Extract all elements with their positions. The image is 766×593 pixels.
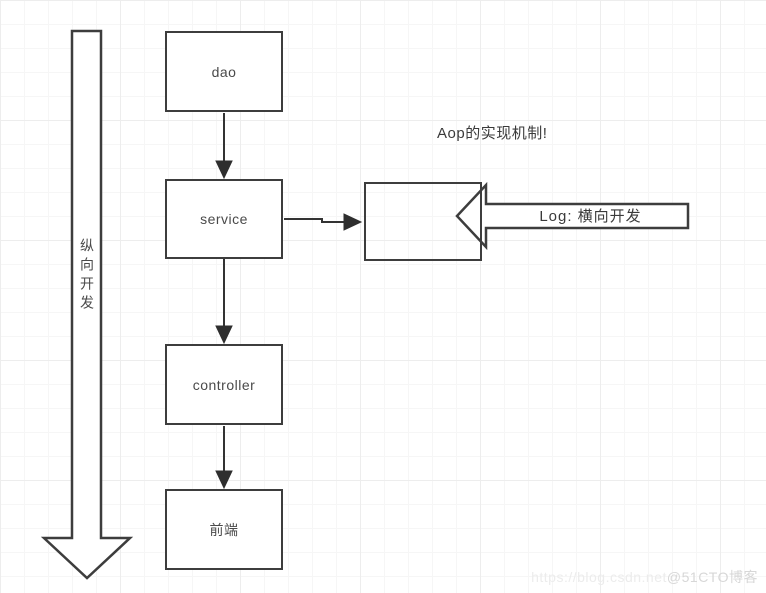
node-service: service xyxy=(165,179,283,259)
node-dao: dao xyxy=(165,31,283,112)
node-service-label: service xyxy=(200,211,248,227)
vertical-development-arrow-shape xyxy=(40,29,134,580)
aop-annotation: Aop的实现机制! xyxy=(437,125,548,142)
node-aop-box xyxy=(364,182,482,261)
node-frontend: 前端 xyxy=(165,489,283,570)
vertical-development-label: 纵向开发 xyxy=(79,238,95,314)
node-frontend-label: 前端 xyxy=(209,521,239,538)
node-controller: controller xyxy=(165,344,283,425)
edge-dao-service xyxy=(215,113,233,180)
watermark-url: https://blog.csdn.net xyxy=(531,569,667,585)
node-dao-label: dao xyxy=(211,63,237,80)
edge-service-aopbox xyxy=(284,213,363,231)
log-horizontal-arrow-shape xyxy=(455,181,690,251)
watermark-site-badge: @51CTO博客 xyxy=(666,569,758,585)
edge-service-controller xyxy=(215,259,233,345)
edge-controller-frontend xyxy=(215,426,233,490)
node-controller-label: controller xyxy=(192,376,256,393)
watermark: https://blog.csdn.net@51CTO博客 xyxy=(531,567,758,587)
log-horizontal-label: Log: 横向开发 xyxy=(539,208,642,225)
